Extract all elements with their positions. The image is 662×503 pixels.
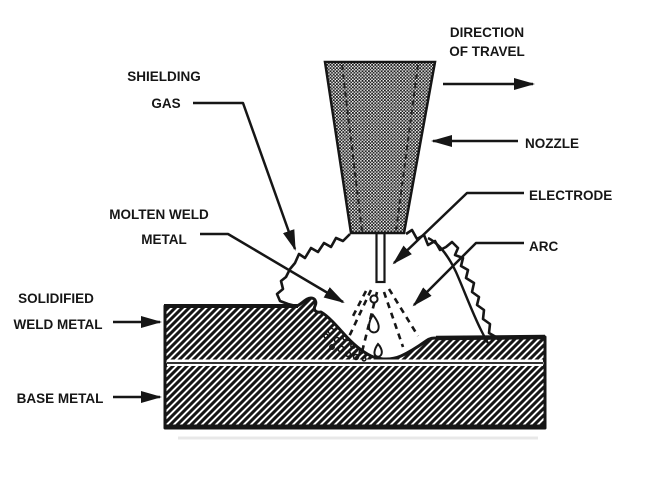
electrode-leader-arrow	[392, 191, 524, 265]
label-nozzle: NOZZLE	[525, 136, 579, 151]
label-molten-weld-metal-line2: METAL	[141, 232, 187, 247]
droplet-lower	[373, 342, 383, 358]
molten-droplets	[367, 294, 383, 358]
gas-envelope-right-outer	[405, 228, 501, 342]
molten-weld-metal-leader-arrow	[200, 232, 345, 304]
nozzle-shape	[323, 60, 437, 235]
droplet-medium	[367, 313, 380, 334]
gas-envelope-right-inner	[427, 236, 490, 344]
label-base-metal: BASE METAL	[17, 391, 104, 406]
label-solidified-weld-metal-line1: SOLIDIFIED	[18, 291, 94, 306]
base-plate-top-edge	[435, 334, 546, 341]
label-solidified-weld-metal-line2: WELD METAL	[14, 317, 103, 332]
weld-pool-solidifying-texture	[323, 327, 367, 362]
label-shielding-gas-line2: GAS	[151, 96, 180, 111]
label-shielding-gas-line1: SHIELDING	[127, 69, 201, 84]
nozzle-inner-bore-dashed	[341, 64, 419, 232]
shielding-gas-leader-arrow	[193, 101, 297, 251]
droplet-small	[369, 294, 379, 304]
gas-envelope-left	[275, 233, 351, 308]
label-electrode: ELECTRODE	[529, 188, 612, 203]
label-arc: ARC	[529, 239, 558, 254]
label-direction-of-travel-line1: DIRECTION	[450, 25, 524, 40]
arc-dashed-rays	[345, 288, 420, 353]
arc-leader-arrow	[412, 241, 524, 307]
label-direction-of-travel-line2: OF TRAVEL	[449, 44, 525, 59]
electrode-wire	[375, 231, 386, 284]
label-molten-weld-metal-line1: MOLTEN WELD	[109, 207, 209, 222]
